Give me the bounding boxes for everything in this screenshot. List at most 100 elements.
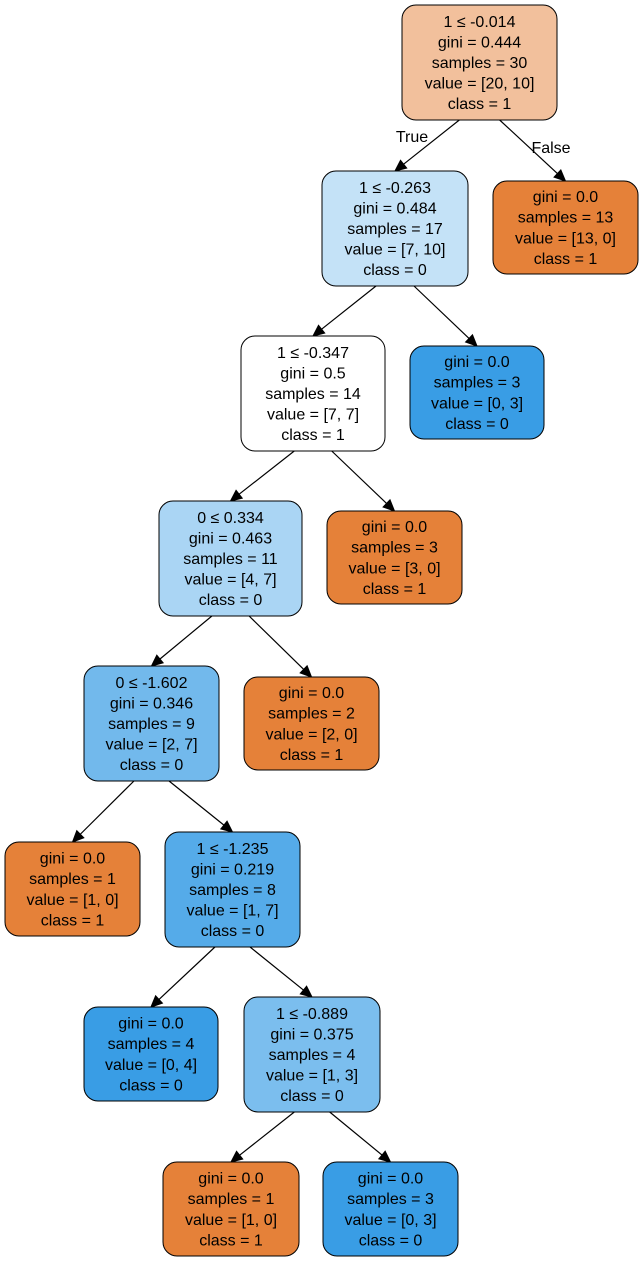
node-line: samples = 14 [265,386,361,403]
node-line: value = [0, 3] [431,395,523,412]
node-line: value = [2, 0] [265,726,357,743]
node-line: class = 1 [199,1232,263,1249]
edge-label-true: True [396,129,428,146]
node-line: class = 0 [363,262,427,279]
tree-node-n8: gini = 0.0 samples = 2 value = [2, 0] class… [243,676,380,771]
node-box [409,345,545,440]
node-box [158,500,303,617]
node-box [326,510,463,605]
arrowhead [71,829,85,843]
node-box [243,996,381,1113]
node-line: value = [7, 10] [345,242,446,259]
tree-node-n12: 1 ≤ -0.889 gini = 0.375 samples = 4 value =… [243,996,381,1113]
node-line: gini = 0.5 [280,365,345,382]
node-line: value = [2, 7] [105,737,197,754]
tree-node-n14: gini = 0.0 samples = 3 value = [0, 3] class… [322,1161,459,1257]
edge-line [403,119,460,165]
edge-n10-n11 [150,946,216,1008]
node-box [83,665,220,782]
node-line: value = [4, 7] [184,572,276,589]
edge-n5-n7 [150,615,213,667]
edge-line [329,1111,383,1156]
edge-line [331,450,387,504]
node-line: class = 0 [445,416,509,433]
node-line: samples = 8 [189,882,276,899]
edge-line [168,780,225,826]
node-box [322,1161,459,1257]
edge-line [413,285,470,339]
node-box [492,180,639,275]
node-line: value = [0, 4] [105,1057,197,1074]
arrowhead [312,324,326,337]
node-box [4,841,141,937]
node-line: gini = 0.484 [353,200,436,217]
edge-n12-n14 [329,1111,392,1163]
node-line: samples = 3 [347,1191,434,1208]
node-line: 1 ≤ -0.889 [276,1006,348,1023]
node-line: samples = 13 [518,210,614,227]
node-line: class = 0 [280,1088,344,1105]
node-line: samples = 1 [188,1191,275,1208]
node-line: 1 ≤ -0.014 [444,14,516,31]
node-line: value = [7, 7] [267,407,359,424]
node-line: value = [1, 3] [266,1068,358,1085]
edge-line [158,946,216,1000]
edge-line [249,946,304,991]
tree-node-n3: 1 ≤ -0.347 gini = 0.5 samples = 14 value = … [240,335,386,452]
node-box [83,1006,219,1102]
arrowhead [299,664,313,678]
edge-n1-n4 [413,285,478,347]
edge-n3-n5 [229,450,295,502]
edge-line [79,780,135,835]
node-line: value = [0, 3] [344,1212,436,1229]
edge-line [238,450,295,495]
node-line: gini = 0.219 [191,861,274,878]
node-line: 0 ≤ 0.334 [197,510,264,527]
node-line: samples = 11 [183,551,278,568]
node-line: gini = 0.0 [198,1171,263,1188]
node-line: class = 0 [359,1232,423,1249]
node-line: 1 ≤ -0.347 [277,345,349,362]
node-line: 0 ≤ -1.602 [116,675,188,692]
node-line: class = 0 [119,1077,183,1094]
node-line: class = 1 [534,251,598,268]
node-line: class = 1 [363,581,427,598]
node-line: samples = 2 [268,706,355,723]
node-line: samples = 3 [351,540,438,557]
node-line: gini = 0.375 [270,1026,353,1043]
node-box [243,676,380,771]
node-line: class = 0 [120,757,184,774]
node-line: gini = 0.0 [279,685,344,702]
edge-n12-n13 [230,1111,295,1163]
edge-line [239,1111,295,1156]
edge-line [159,615,213,660]
node-line: 1 ≤ -1.235 [197,841,269,858]
node-line: gini = 0.0 [362,519,427,536]
node-box [401,4,558,121]
arrowhead [299,985,313,998]
node-line: gini = 0.0 [358,1171,423,1188]
node-line: class = 1 [280,747,344,764]
arrowhead [230,1150,244,1163]
node-line: value = [13, 0] [515,230,616,247]
edge-line [499,119,558,174]
node-line: gini = 0.0 [118,1016,183,1033]
node-line: samples = 9 [108,716,195,733]
node-line: value = [20, 10] [425,76,535,93]
node-line: samples = 30 [432,55,528,72]
node-line: samples = 4 [269,1047,356,1064]
node-line: gini = 0.0 [533,189,598,206]
node-box [164,831,301,948]
